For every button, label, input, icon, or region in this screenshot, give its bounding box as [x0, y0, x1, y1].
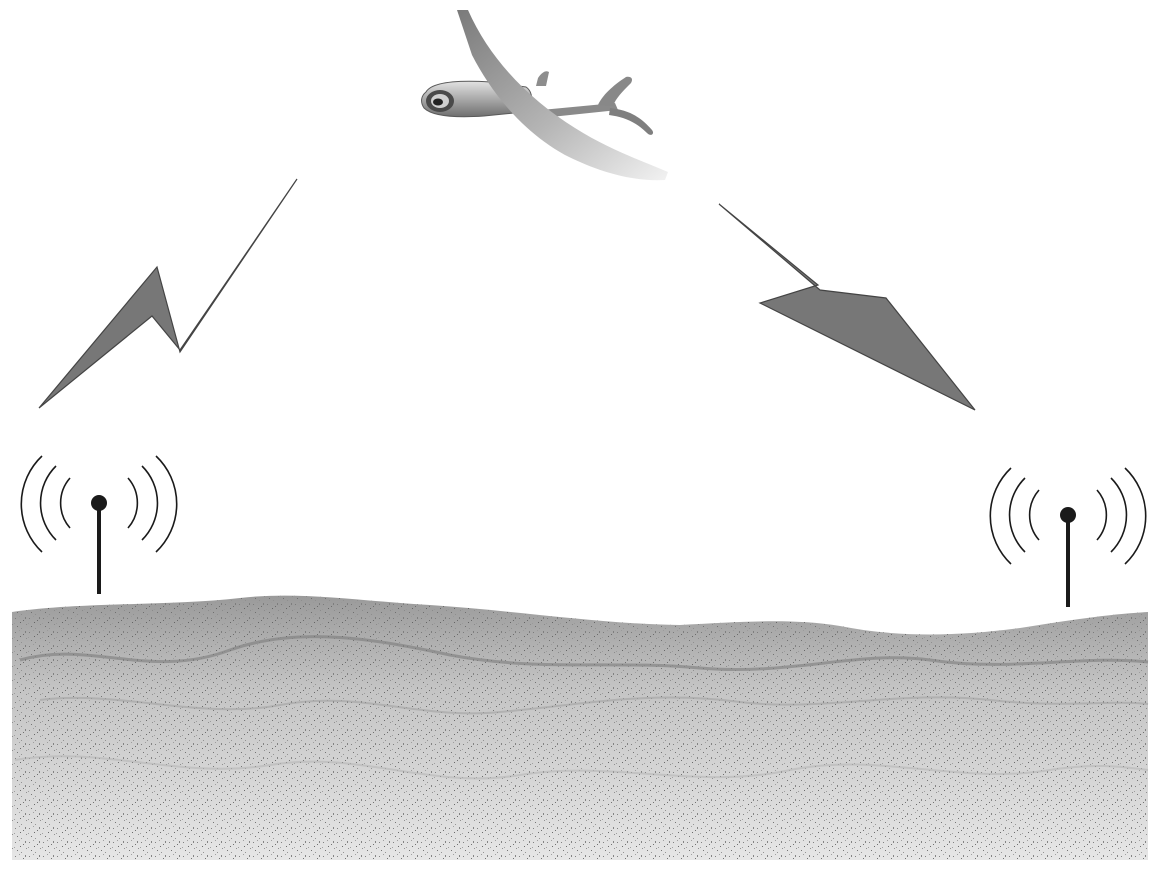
- radio-antenna-icon: [20, 455, 178, 594]
- uav-icon: [421, 10, 668, 181]
- lightning-bolt-icon: [718, 203, 976, 411]
- terrain-background: [12, 595, 1149, 860]
- radio-antenna-icon: [989, 467, 1147, 607]
- lightning-bolt-icon: [38, 178, 298, 409]
